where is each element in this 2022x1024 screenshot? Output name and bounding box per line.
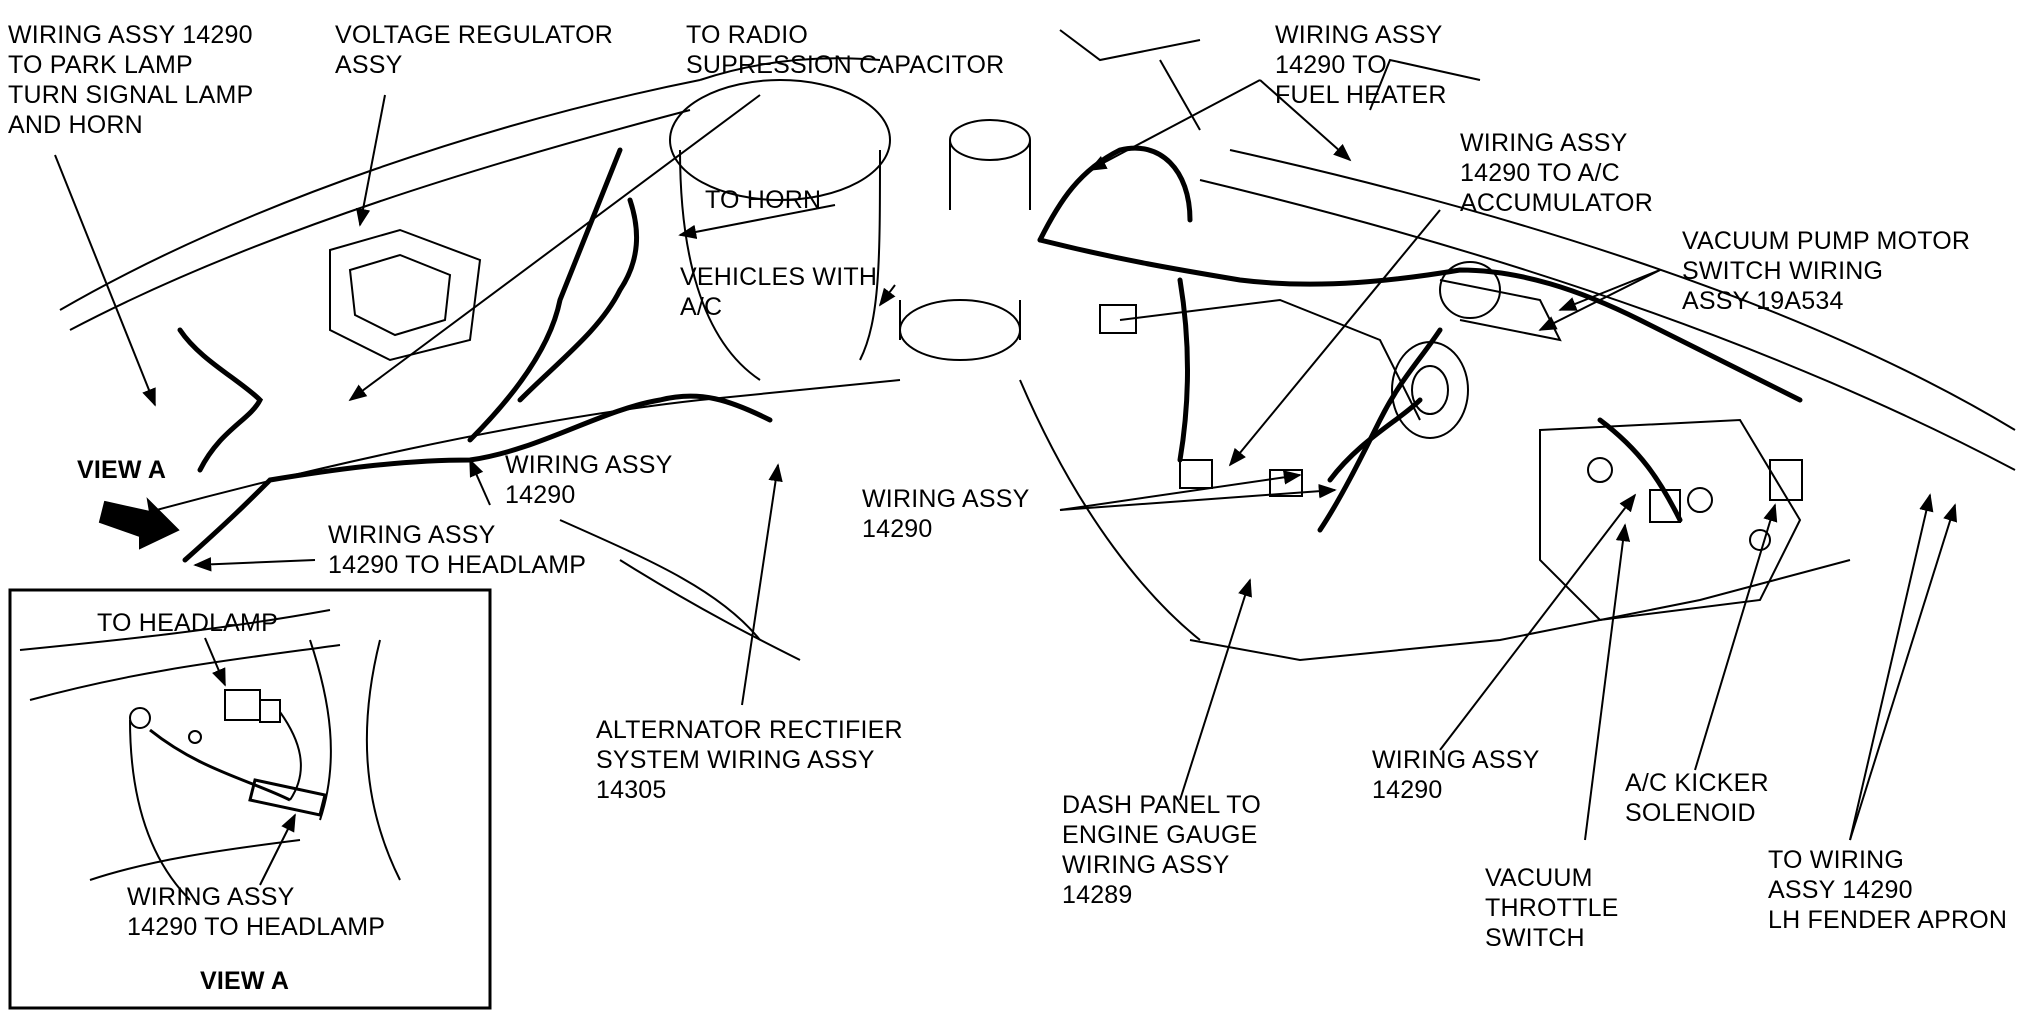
label-vehicles-with-ac: VEHICLES WITH A/C [680, 263, 878, 321]
inset-view-a [8, 588, 492, 1010]
label-ac-kicker: A/C KICKER SOLENOID [1625, 769, 1769, 827]
components [98, 119, 1803, 550]
body-sheet-metal [59, 29, 2016, 662]
label-fuel-heater: WIRING ASSY 14290 TO FUEL HEATER [1275, 21, 1447, 109]
label-ac-accumulator: WIRING ASSY 14290 TO A/C ACCUMULATOR [1460, 129, 1653, 217]
label-vacuum-throttle: VACUUM THROTTLE SWITCH [1485, 864, 1619, 952]
label-alternator: ALTERNATOR RECTIFIER SYSTEM WIRING ASSY … [596, 716, 903, 804]
leader-lines [54, 79, 1958, 841]
label-dash-panel: DASH PANEL TO ENGINE GAUGE WIRING ASSY 1… [1062, 791, 1261, 909]
label-wiring-14290-lower: WIRING ASSY 14290 [1372, 746, 1540, 804]
label-inset-headlamp: WIRING ASSY 14290 TO HEADLAMP [127, 883, 386, 941]
label-radio-capacitor: TO RADIO SUPRESSION CAPACITOR [686, 21, 1005, 79]
label-to-horn: TO HORN [705, 186, 822, 214]
label-voltage-regulator: VOLTAGE REGULATOR ASSY [335, 21, 613, 79]
label-wiring-14290-right: WIRING ASSY 14290 [862, 485, 1030, 543]
label-wiring-14290-center: WIRING ASSY 14290 [505, 451, 673, 509]
label-inset-view-a: VIEW A [200, 967, 290, 995]
label-park-lamp: WIRING ASSY 14290 TO PARK LAMP TURN SIGN… [8, 21, 254, 139]
label-vacuum-pump: VACUUM PUMP MOTOR SWITCH WIRING ASSY 19A… [1682, 227, 1971, 315]
label-lh-fender: TO WIRING ASSY 14290 LH FENDER APRON [1768, 846, 2008, 934]
label-view-a-arrow: VIEW A [77, 456, 167, 484]
label-inset-to-headlamp: TO HEADLAMP [97, 609, 278, 637]
label-headlamp-main: WIRING ASSY 14290 TO HEADLAMP [328, 521, 587, 579]
